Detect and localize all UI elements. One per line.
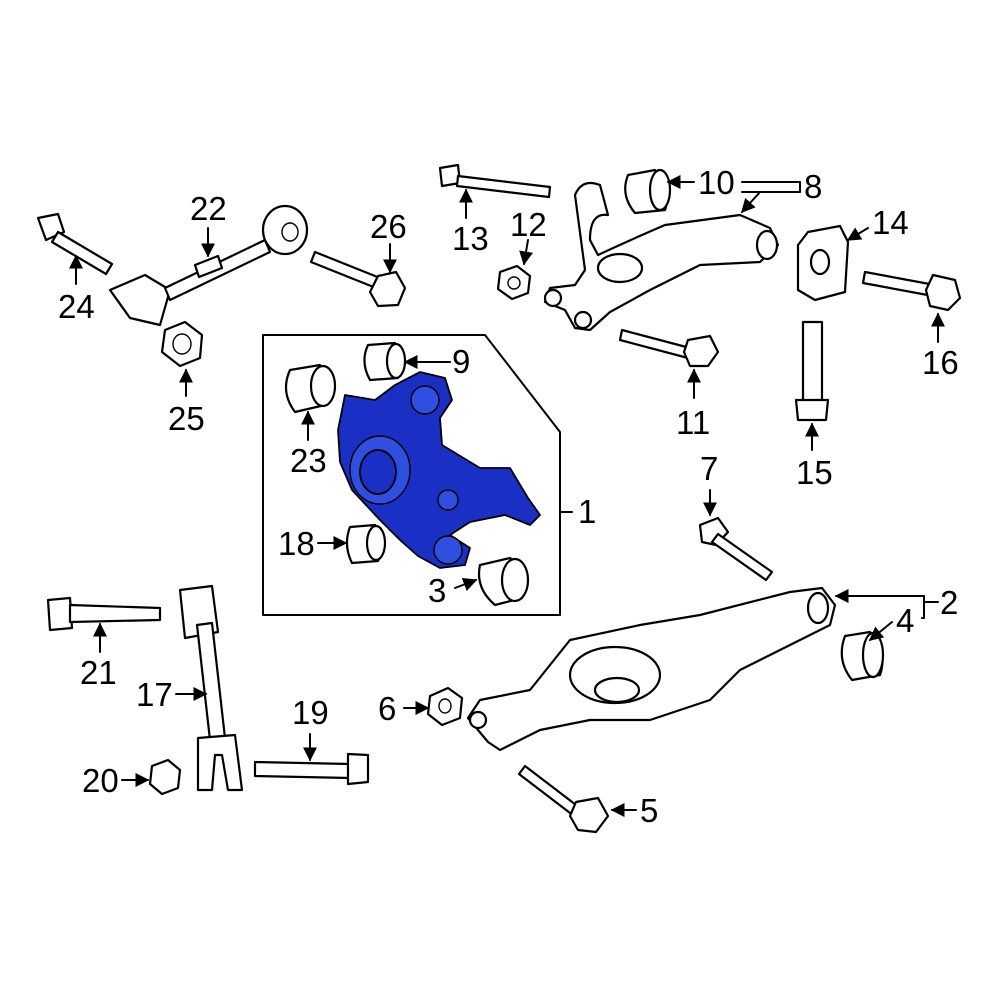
callout-25[interactable]: 25 (168, 400, 205, 437)
bushing-9[interactable] (363, 341, 407, 382)
callout-14[interactable]: 14 (872, 204, 909, 241)
knuckle-highlighted[interactable] (337, 371, 541, 569)
nut-20[interactable] (148, 758, 182, 796)
callout-15[interactable]: 15 (796, 454, 833, 491)
lower-control-arm[interactable] (466, 586, 837, 752)
callout-26[interactable]: 26 (370, 208, 407, 245)
toe-link-22[interactable] (108, 204, 309, 327)
callout-6[interactable]: 6 (378, 690, 396, 727)
nut-12[interactable] (496, 264, 532, 301)
callout-23[interactable]: 23 (290, 442, 327, 479)
bushing-23[interactable] (284, 363, 337, 414)
callout-21[interactable]: 21 (80, 654, 117, 691)
callout-11[interactable]: 11 (676, 404, 710, 441)
bolt-16[interactable] (861, 270, 962, 312)
callout-1[interactable]: 1 (578, 493, 596, 530)
callout-24[interactable]: 24 (58, 288, 95, 325)
callout-4[interactable]: 4 (896, 602, 914, 639)
bolt-21[interactable] (46, 596, 162, 632)
nut-6[interactable] (426, 686, 464, 727)
callout-10[interactable]: 10 (698, 164, 735, 201)
callout-17[interactable]: 17 (136, 676, 173, 713)
callout-20[interactable]: 20 (82, 762, 119, 799)
knuckle-detail-box (262, 334, 561, 616)
bolt-15[interactable] (794, 320, 830, 422)
bolt-24[interactable] (36, 212, 114, 276)
callout-2[interactable]: 2 (940, 584, 958, 621)
callout-19[interactable]: 19 (292, 694, 329, 731)
bolt-19[interactable] (253, 752, 370, 786)
bushing-4[interactable] (840, 630, 885, 682)
callout-18[interactable]: 18 (278, 525, 315, 562)
callout-5[interactable]: 5 (640, 792, 658, 829)
callout-7[interactable]: 7 (700, 450, 718, 487)
upper-control-arm[interactable] (543, 181, 780, 332)
bolt-11[interactable] (618, 328, 720, 368)
callout-8[interactable]: 8 (804, 168, 822, 205)
bushing-10[interactable] (624, 168, 672, 215)
callout-12[interactable]: 12 (510, 206, 547, 243)
lateral-link-17[interactable] (178, 584, 244, 792)
callout-3[interactable]: 3 (428, 572, 446, 609)
mount-14[interactable] (796, 224, 850, 302)
bolt-13[interactable] (438, 163, 552, 199)
nut-25[interactable] (160, 320, 204, 368)
callout-9[interactable]: 9 (452, 343, 470, 380)
callout-13[interactable]: 13 (452, 220, 489, 257)
bushing-18[interactable] (345, 523, 387, 565)
bushing-3[interactable] (477, 556, 530, 607)
callout-16[interactable]: 16 (922, 344, 959, 381)
bolt-7[interactable] (698, 516, 774, 582)
bolt-5[interactable] (517, 764, 610, 834)
callout-22[interactable]: 22 (190, 190, 227, 227)
bolt-26[interactable] (309, 250, 407, 308)
